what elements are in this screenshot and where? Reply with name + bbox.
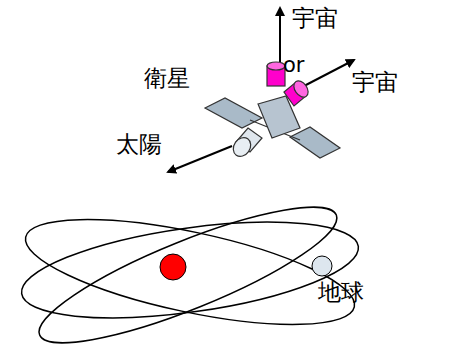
sun-label: 太陽 [116, 132, 162, 157]
earth-label: 地球 [318, 280, 364, 305]
sun-dot [160, 254, 186, 280]
space-label: 宇宙 [352, 70, 398, 95]
or-label: or [283, 54, 304, 77]
satellite-label: 衛星 [144, 66, 190, 91]
earth-dot [312, 256, 332, 276]
orbit-ellipses [16, 184, 364, 354]
satellite-body [205, 62, 340, 160]
space-label: 宇宙 [292, 6, 338, 31]
direction-arrows [168, 8, 354, 172]
